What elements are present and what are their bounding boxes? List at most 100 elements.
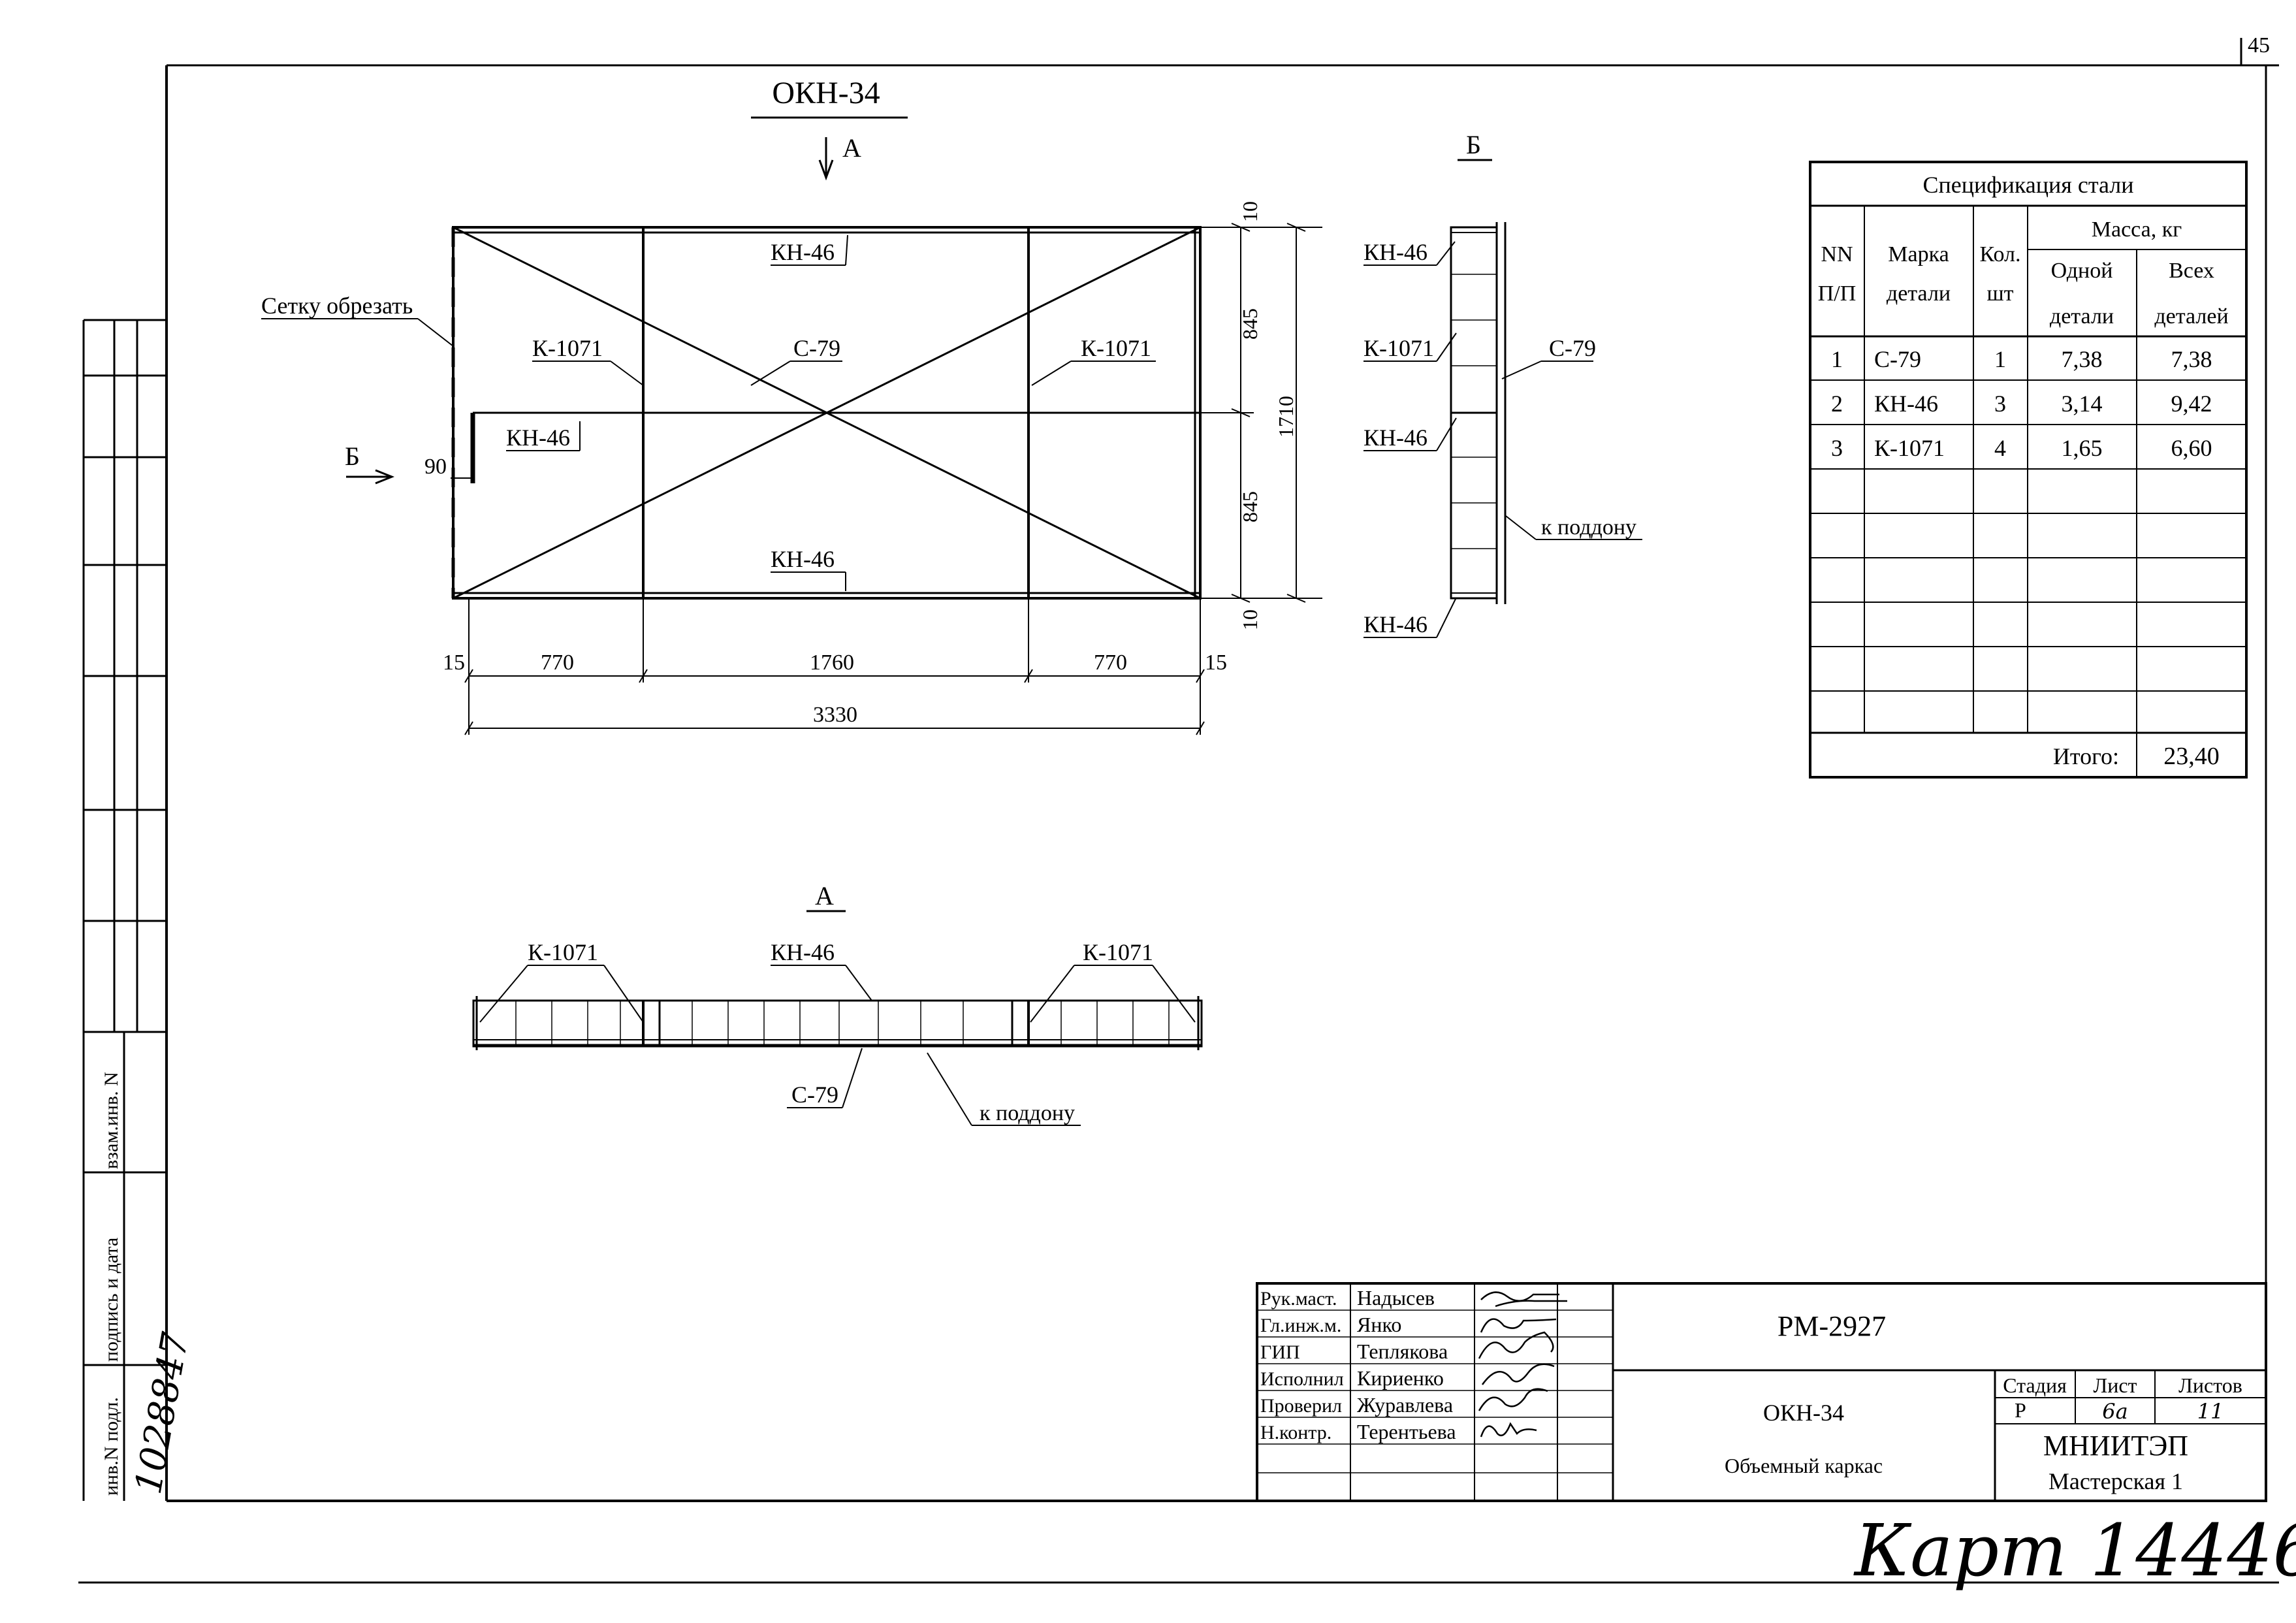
- tb-role-2: Гл.инж.м.: [1260, 1315, 1341, 1336]
- podpis-data-label: подпись и дата: [101, 1238, 122, 1362]
- dim-total-height: 1710: [1274, 396, 1298, 438]
- tb-name-5: Журавлева: [1357, 1393, 1453, 1417]
- spec-row-2-n: 2: [1831, 391, 1843, 417]
- sheet-frame: [78, 64, 2279, 1584]
- section-b-title: Б: [1466, 130, 1481, 159]
- tb-name-3: Теплякова: [1357, 1340, 1448, 1363]
- left-strip: [82, 319, 167, 1501]
- spec-head-nn2: П/П: [1818, 281, 1857, 306]
- dim-top-gap: 10: [1238, 201, 1262, 222]
- spec-row-2-qty: 3: [1994, 391, 2006, 417]
- tb-name-4: Кириенко: [1357, 1366, 1444, 1390]
- spec-row-2-mark: КН-46: [1874, 391, 1938, 417]
- label-kn-46-top: КН-46: [771, 239, 835, 265]
- tb-item: ОКН-34: [1763, 1400, 1844, 1426]
- spec-row-3-qty: 4: [1994, 435, 2006, 461]
- page-number: 45: [2248, 33, 2270, 57]
- inv-podl-label: инв.N подл.: [101, 1397, 122, 1496]
- tb-stage-label: Стадия: [2003, 1374, 2067, 1397]
- section-b-kn-46-3: КН-46: [1363, 611, 1427, 637]
- section-a-k-1071-left: К-1071: [528, 939, 598, 965]
- spec-head-qty: Кол.: [1979, 242, 2020, 266]
- spec-row-1-n: 1: [1831, 346, 1843, 372]
- section-a-note: к поддону: [980, 1101, 1075, 1125]
- tb-workshop: Мастерская 1: [2049, 1468, 2183, 1494]
- spec-head-one: Одной: [2051, 259, 2113, 283]
- tb-org: МНИИТЭП: [2043, 1430, 2188, 1462]
- tb-role-1: Рук.маст.: [1260, 1288, 1337, 1310]
- section-a-view: А: [472, 881, 1203, 1126]
- spec-table: Спецификация стали NN П/П Марка детали К…: [1809, 161, 2248, 779]
- tb-code: РМ-2927: [1778, 1310, 1886, 1342]
- tb-name-6: Терентьева: [1357, 1420, 1456, 1443]
- section-b-view: Б КН-46 К-1071 КН-46 КН-46 С-79: [1363, 130, 1642, 638]
- spec-row-1-mark: С-79: [1874, 346, 1921, 372]
- c-79-diagonal-2: [453, 226, 1201, 600]
- spec-head-one2: детали: [2050, 304, 2114, 329]
- spec-row-2-one: 3,14: [2062, 391, 2103, 417]
- spec-row-1-all: 7,38: [2171, 346, 2212, 372]
- spec-head-mark: Марка: [1888, 242, 1949, 266]
- title-block: Рук.маст. Надысев Гл.инж.м. Янко ГИП Теп…: [1256, 1282, 2267, 1502]
- label-c-79-center: С-79: [793, 335, 840, 361]
- spec-row-2-all: 9,42: [2171, 391, 2212, 417]
- tb-sheet: 6а: [2102, 1399, 2128, 1424]
- spec-head-all: Всех: [2169, 259, 2214, 283]
- section-b-k-1071: К-1071: [1363, 335, 1434, 361]
- arrow-b-label: Б: [345, 442, 360, 471]
- section-a-k-1071-right: К-1071: [1083, 939, 1153, 965]
- dim-bay-left: 770: [541, 651, 574, 675]
- spec-head-qty2: шт: [1986, 281, 2013, 306]
- spec-total-value: 23,40: [2163, 743, 2220, 770]
- section-b-c-79: С-79: [1549, 335, 1596, 361]
- tb-name-2: Янко: [1357, 1313, 1401, 1336]
- tb-description: Объемный каркас: [1725, 1454, 1883, 1477]
- cut-note: Сетку обрезать: [261, 293, 413, 319]
- dim-total-length: 3330: [813, 703, 857, 727]
- spec-row-1-one: 7,38: [2062, 346, 2103, 372]
- tb-role-3: ГИП: [1260, 1342, 1300, 1363]
- dim-edge-right: 15: [1205, 651, 1227, 675]
- tb-role-5: Проверил: [1260, 1395, 1342, 1417]
- tb-sheets-label: Листов: [2178, 1374, 2242, 1397]
- drawing-title: ОКН-34: [772, 76, 880, 110]
- label-k-1071-right: К-1071: [1081, 335, 1151, 361]
- section-a-kn-46: КН-46: [771, 939, 835, 965]
- tb-sheets: 11: [2197, 1399, 2224, 1424]
- section-b-kn-46-2: КН-46: [1363, 425, 1427, 451]
- section-a-title: А: [815, 881, 834, 910]
- label-kn-46-bottom: КН-46: [771, 546, 835, 572]
- tb-name-1: Надысев: [1357, 1286, 1435, 1310]
- section-b-note: к поддону: [1541, 515, 1636, 539]
- handwritten-note: Карт 14446: [1853, 1509, 2296, 1592]
- section-a-c-79: С-79: [791, 1082, 838, 1108]
- tb-stage: Р: [2015, 1398, 2026, 1422]
- dim-bottom-gap: 10: [1238, 609, 1262, 630]
- spec-row-3-one: 1,65: [2062, 435, 2103, 461]
- vzam-inv-label: взам.инв. N: [101, 1072, 122, 1169]
- spec-row-3-n: 3: [1831, 435, 1843, 461]
- arrow-a-label: А: [842, 133, 861, 163]
- dim-upper-half: 845: [1238, 308, 1262, 340]
- tb-sheet-label: Лист: [2093, 1374, 2137, 1397]
- spec-title: Спецификация стали: [1922, 172, 2133, 198]
- spec-head-nn: NN: [1821, 242, 1853, 266]
- dim-lower-half: 845: [1238, 491, 1262, 522]
- spec-head-mark2: детали: [1887, 281, 1951, 306]
- spec-row-3-all: 6,60: [2171, 435, 2212, 461]
- spec-row-1-qty: 1: [1994, 346, 2006, 372]
- dim-bay-right: 770: [1094, 651, 1127, 675]
- spec-head-all2: деталей: [2154, 304, 2228, 329]
- view-arrow-b: [346, 469, 395, 485]
- spec-total-label: Итого:: [2053, 743, 2119, 769]
- dim-left-offset: 90: [424, 455, 447, 479]
- tb-role-4: Исполнил: [1260, 1368, 1344, 1390]
- tb-role-6: Н.контр.: [1260, 1422, 1331, 1443]
- view-arrow-a: [818, 137, 834, 181]
- label-k-1071-left: К-1071: [532, 335, 603, 361]
- spec-row-3-mark: К-1071: [1874, 435, 1945, 461]
- plan-view: А КН-46 КН-46 КН-46 К-1071 К-1071: [261, 133, 1322, 735]
- dim-edge-left: 15: [443, 651, 465, 675]
- spec-head-mass: Масса, кг: [2092, 217, 2182, 242]
